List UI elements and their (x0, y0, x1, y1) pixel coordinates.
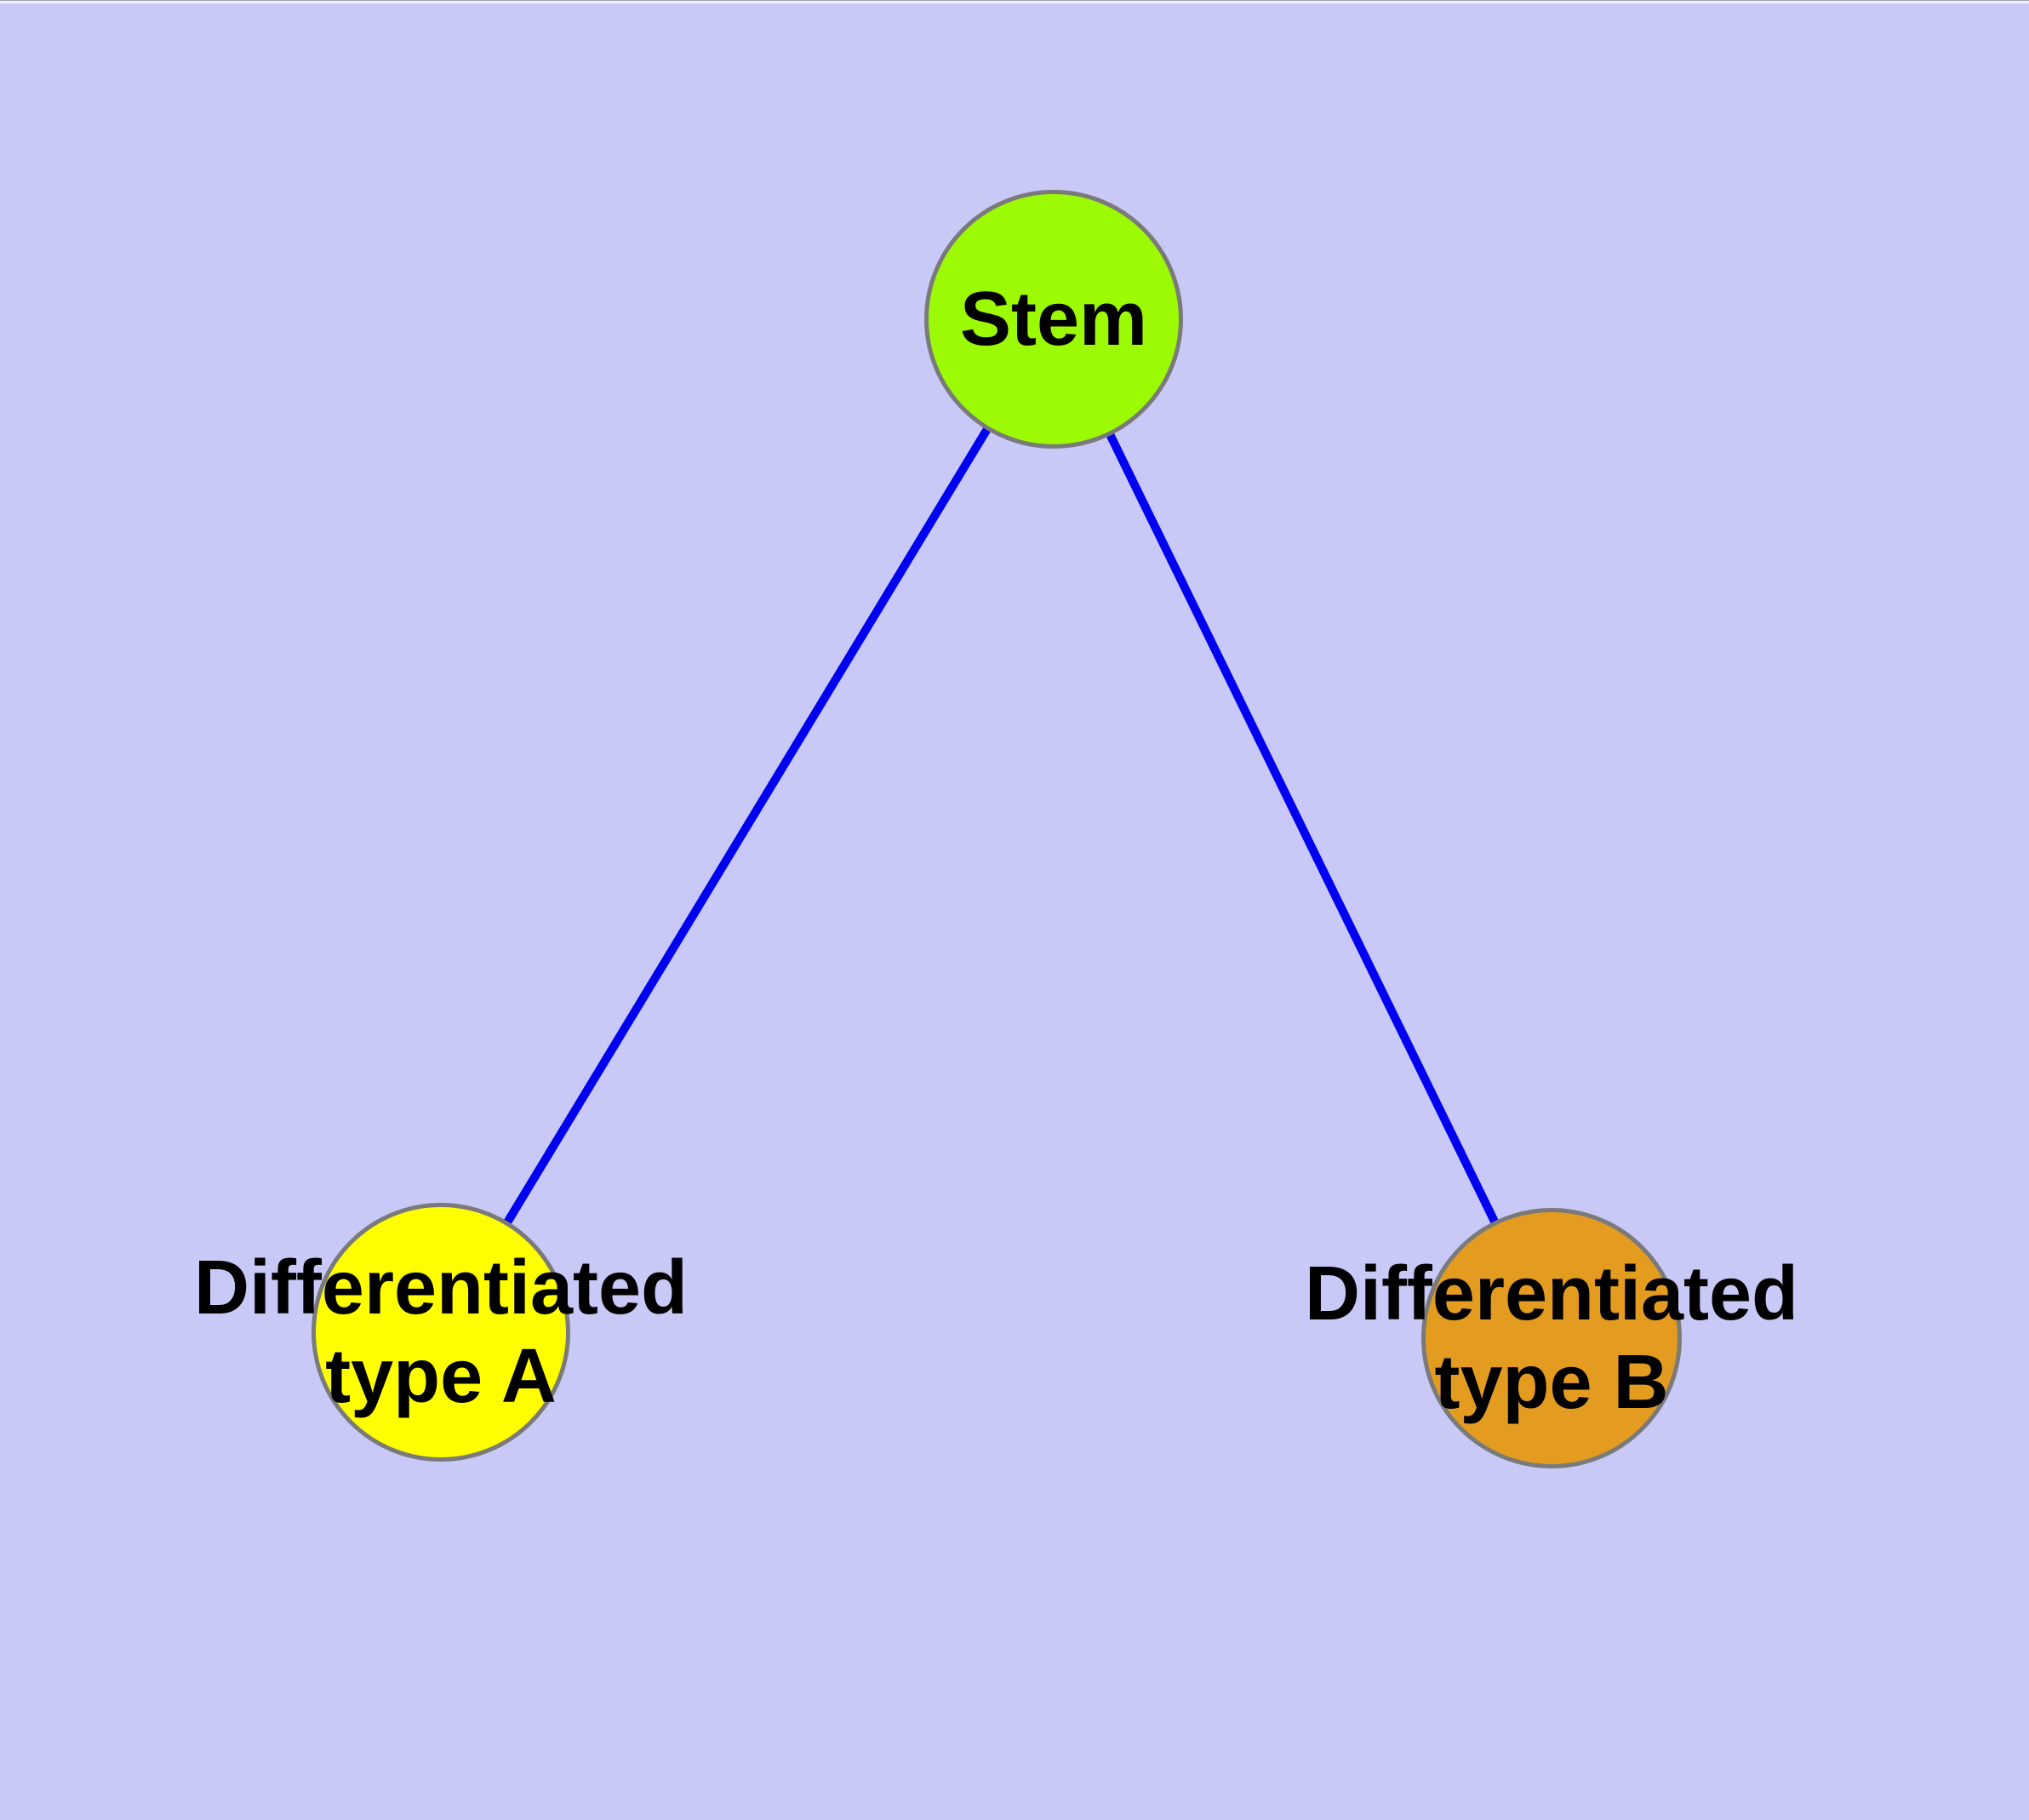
edge-stem-to-type-a (437, 317, 1058, 1335)
edge-stem-to-type-b (1049, 317, 1556, 1341)
stem-node-circle[interactable] (924, 190, 1183, 449)
type-b-node-circle[interactable] (1421, 1208, 1682, 1468)
window-top-edge (0, 0, 2029, 3)
type-a-node-circle[interactable] (311, 1203, 570, 1462)
